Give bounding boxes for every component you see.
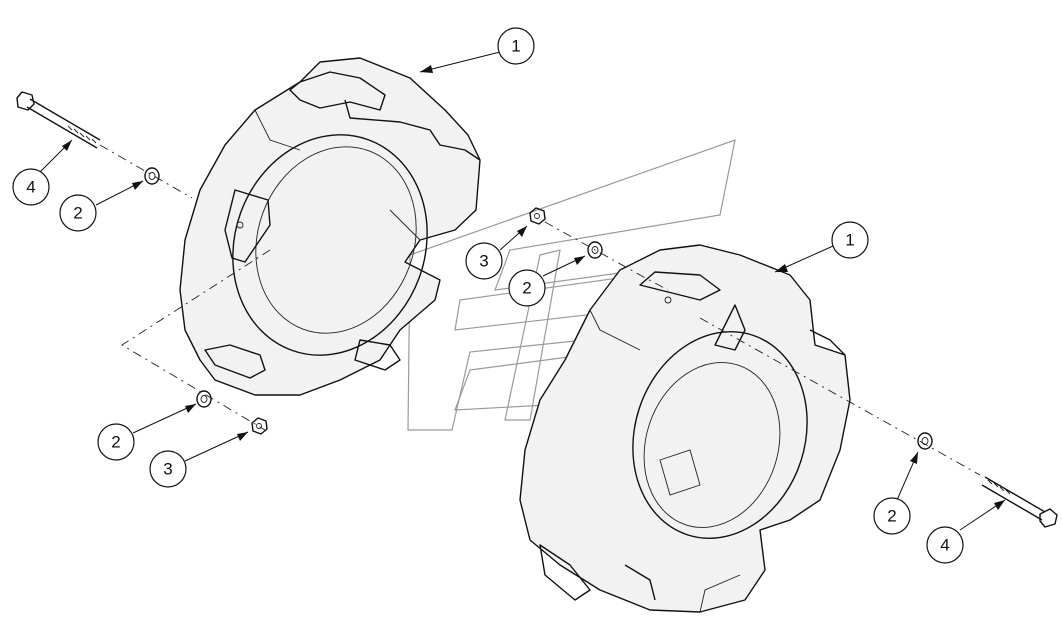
callout-2-right-washer: 2: [873, 497, 911, 535]
washer-upper-left: [144, 167, 160, 185]
callout-2-center-washer: 2: [508, 269, 546, 307]
callout-2-upper-left-label: 2: [73, 204, 82, 223]
callout-2-center-label: 2: [522, 279, 531, 298]
callout-1-left-counterweight: 1: [497, 27, 535, 65]
callout-3-lower-left-nut: 3: [149, 450, 187, 488]
bolt-right: [981, 476, 1058, 528]
bolt-left: [16, 91, 101, 149]
washer-center: [587, 241, 603, 259]
nut-lower-left: [251, 417, 268, 435]
callout-4-right-bolt: 4: [926, 526, 964, 564]
callout-2-lower-left-washer: 2: [97, 423, 135, 461]
callout-1-right-label: 1: [845, 231, 854, 250]
washer-lower-left: [196, 390, 212, 408]
callout-1-left-label: 1: [511, 37, 520, 56]
callout-4-left-label: 4: [26, 178, 35, 197]
callout-2-right-label: 2: [887, 507, 896, 526]
counterweight-right: [519, 244, 851, 613]
callout-3-center-nut: 3: [465, 242, 503, 280]
callout-4-left-bolt: 4: [12, 168, 50, 206]
callout-2-upper-left-washer: 2: [59, 194, 97, 232]
leader-lines: [39, 51, 1006, 531]
callout-2-lower-left-label: 2: [111, 433, 120, 452]
counterweight-left: [179, 57, 481, 396]
assembly-centerlines: [99, 144, 981, 476]
callout-1-right-counterweight: 1: [831, 221, 869, 259]
callout-4-right-label: 4: [940, 536, 949, 555]
nut-center: [529, 207, 546, 225]
callout-3-lower-left-label: 3: [163, 460, 172, 479]
callout-3-center-label: 3: [479, 252, 488, 271]
